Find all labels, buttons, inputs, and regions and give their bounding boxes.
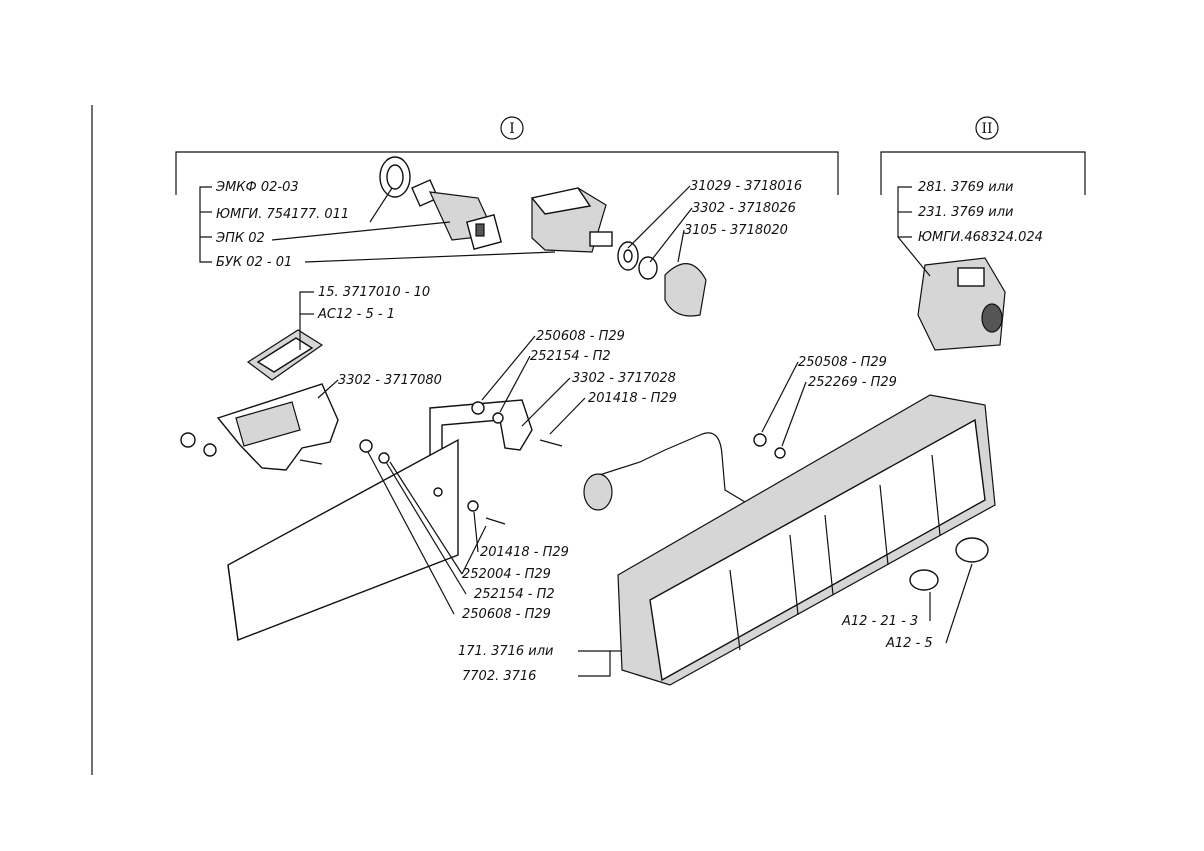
- label-3105-3718020: 3105 - 3718020: [684, 223, 788, 238]
- label-emkf: ЭМКФ 02-03: [215, 180, 299, 195]
- o-ring-part: [379, 156, 411, 198]
- label-250508-p29: 250508 - П29: [798, 355, 887, 370]
- section-I-numeral: I: [509, 121, 515, 137]
- switch-part: [917, 257, 1006, 351]
- label-7702-3716: 7702. 3716: [462, 669, 536, 684]
- label-250608-p29-bottom: 250608 - П29: [462, 607, 551, 622]
- section-II-bracket: [880, 151, 1086, 195]
- label-epk: ЭПК 02: [215, 231, 265, 246]
- label-ac12: АС12 - 5 - 1: [317, 307, 395, 322]
- cable-plug-part: [583, 432, 746, 511]
- label-250608-p29-top: 250608 - П29: [536, 329, 625, 344]
- cap-part: [664, 263, 707, 317]
- label-a12-5: А12 - 5: [885, 636, 933, 651]
- section-I-bracket: [175, 151, 839, 195]
- washer-part: [617, 241, 639, 271]
- tail-lamp-part: [617, 394, 996, 686]
- label-3302-3717080: 3302 - 3717080: [338, 373, 442, 388]
- control-unit-part: [530, 187, 613, 253]
- label-231-3769: 231. 3769 или: [918, 205, 1014, 220]
- bracket-plate-part: [216, 383, 339, 471]
- label-252154-p2-bottom: 252154 - П2: [474, 587, 555, 602]
- section-I-header: I: [175, 116, 839, 195]
- label-201418-p29-bottom: 201418 - П29: [480, 545, 569, 560]
- connector-part: [246, 329, 324, 381]
- label-31029-3718016: 31029 - 3718016: [690, 179, 802, 194]
- leader-lines: [199, 185, 973, 677]
- body-panel-part: [227, 438, 459, 641]
- label-yumgi-468324: ЮМГИ.468324.024: [918, 230, 1043, 245]
- bolt-washer-mid: [359, 439, 506, 525]
- label-201418-p29-top: 201418 - П29: [588, 391, 677, 406]
- label-3302-3717028: 3302 - 3717028: [572, 371, 676, 386]
- nut-part: [638, 256, 658, 280]
- label-yumgi-754177: ЮМГИ. 754177. 011: [216, 207, 349, 222]
- section-II-header: II: [880, 116, 1086, 195]
- label-buk: БУК 02 - 01: [216, 255, 292, 270]
- label-3302-3718026: 3302 - 3718026: [692, 201, 796, 216]
- bulb-parts: [909, 537, 989, 591]
- nut-washer-left: [180, 432, 323, 465]
- solenoid-valve-part: [411, 179, 503, 251]
- label-171-3716: 171. 3716 или: [458, 644, 554, 659]
- label-15-3717010: 15. 3717010 - 10: [318, 285, 430, 300]
- label-252004-p29: 252004 - П29: [462, 567, 551, 582]
- label-252269-p29: 252269 - П29: [808, 375, 897, 390]
- nut-washer-right: [753, 433, 786, 459]
- section-II-numeral: II: [981, 121, 992, 137]
- label-a12-21-3: А12 - 21 - 3: [841, 614, 918, 629]
- label-281-3769: 281. 3769 или: [918, 180, 1014, 195]
- label-252154-p2-top: 252154 - П2: [530, 349, 611, 364]
